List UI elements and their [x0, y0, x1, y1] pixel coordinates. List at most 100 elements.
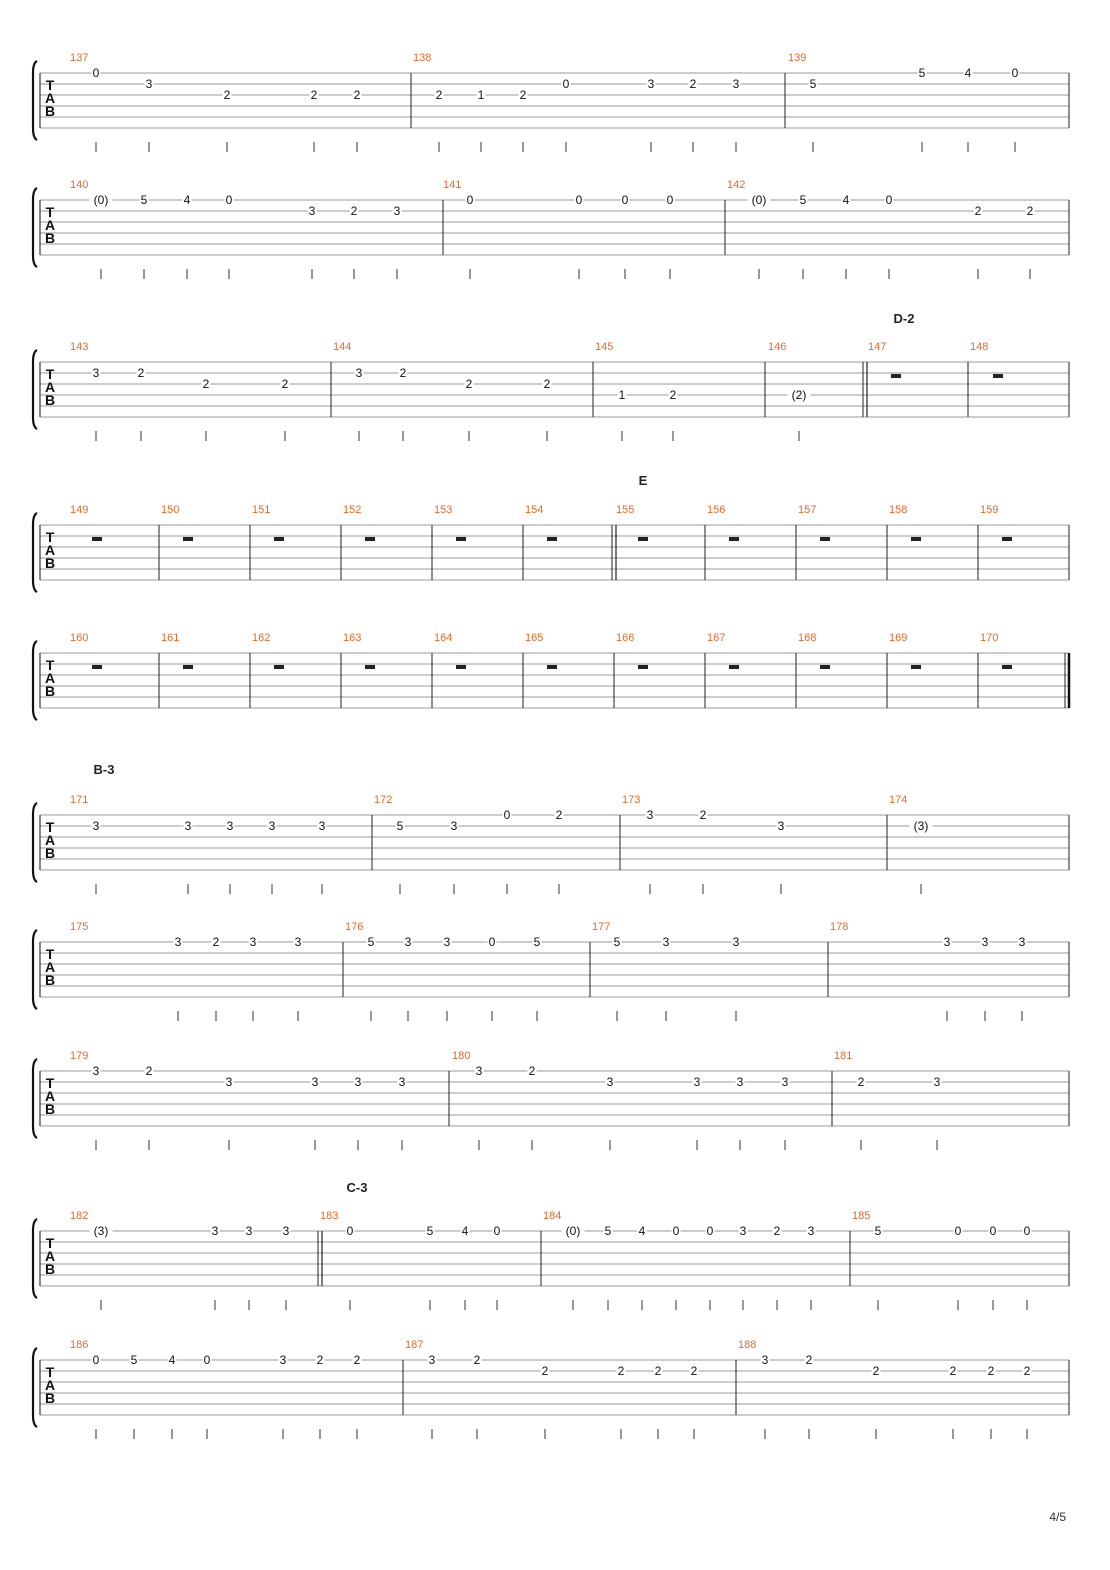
measure-number: 172 — [374, 794, 392, 806]
fret-knockout — [280, 378, 290, 390]
tab-clef-t: T — [46, 819, 55, 835]
fret-knockout — [620, 194, 630, 206]
fret-number: 2 — [520, 88, 527, 102]
fret-knockout — [211, 936, 221, 948]
fret-number: 3 — [944, 935, 951, 949]
measure-number: 162 — [252, 632, 270, 644]
fret-knockout — [244, 1225, 254, 1237]
fret-knockout — [1017, 936, 1027, 948]
measure-number: 141 — [443, 179, 461, 191]
fret-knockout — [502, 809, 512, 821]
fret-knockout — [309, 89, 319, 101]
tab-clef-b: B — [45, 230, 55, 246]
fret-knockout — [760, 1354, 770, 1366]
fret-knockout — [139, 194, 149, 206]
fret-number: 2 — [213, 935, 220, 949]
fret-number: 0 — [667, 193, 674, 207]
fret-knockout — [798, 194, 808, 206]
whole-rest — [729, 537, 739, 541]
fret-knockout — [201, 378, 211, 390]
measure-number: 154 — [525, 504, 543, 516]
fret-number: (0) — [566, 1224, 581, 1238]
measure-number: 163 — [343, 632, 361, 644]
measure-number: 146 — [768, 341, 786, 353]
tab-clef-a: A — [45, 1377, 55, 1393]
fret-number: 2 — [618, 1364, 625, 1378]
fret-number: 2 — [806, 1353, 813, 1367]
fret-knockout — [948, 1365, 958, 1377]
fret-number: 3 — [451, 819, 458, 833]
tab-clef-t: T — [46, 1235, 55, 1251]
fret-number: 2 — [691, 1364, 698, 1378]
fret-number: 5 — [368, 935, 375, 949]
fret-knockout — [398, 367, 408, 379]
fret-knockout — [532, 936, 542, 948]
fret-number: 2 — [203, 377, 210, 391]
fret-number: 5 — [141, 193, 148, 207]
fret-knockout — [449, 820, 459, 832]
fret-number: 3 — [226, 1075, 233, 1089]
fret-number: 3 — [309, 204, 316, 218]
measure-number: 140 — [70, 179, 88, 191]
fret-number: 0 — [494, 1224, 501, 1238]
tab-clef-a: A — [45, 379, 55, 395]
measure-number: 137 — [70, 52, 88, 64]
fret-number: 5 — [131, 1353, 138, 1367]
fret-knockout — [705, 1225, 715, 1237]
measure-number: 139 — [788, 52, 806, 64]
staff-bracket — [31, 1058, 38, 1139]
tab-clef-b: B — [45, 392, 55, 408]
fret-number: 3 — [355, 1075, 362, 1089]
tab-clef-a: A — [45, 217, 55, 233]
measure-number: 149 — [70, 504, 88, 516]
measure-number: 159 — [980, 504, 998, 516]
fret-knockout — [352, 89, 362, 101]
fret-knockout — [731, 78, 741, 90]
measure-number: 165 — [525, 632, 543, 644]
fret-knockout — [89, 194, 113, 206]
whole-rest — [456, 665, 466, 669]
whole-rest — [638, 537, 648, 541]
fret-knockout — [293, 936, 303, 948]
fret-number: 2 — [317, 1353, 324, 1367]
staff-bracket — [31, 1347, 38, 1428]
fret-number: 3 — [394, 204, 401, 218]
fret-number: 2 — [351, 204, 358, 218]
staff-bracket — [31, 802, 38, 883]
staff-bracket — [31, 349, 38, 430]
measure-number: 176 — [345, 921, 363, 933]
fret-knockout — [973, 205, 983, 217]
fret-number: 3 — [740, 1224, 747, 1238]
fret-number: 2 — [774, 1224, 781, 1238]
fret-knockout — [310, 1076, 320, 1088]
fret-knockout — [932, 1076, 942, 1088]
fret-knockout — [645, 809, 655, 821]
fret-knockout — [91, 367, 101, 379]
measure-number: 150 — [161, 504, 179, 516]
fret-knockout — [248, 936, 258, 948]
fret-number: 2 — [873, 1364, 880, 1378]
tab-clef-t: T — [46, 946, 55, 962]
fret-knockout — [366, 936, 376, 948]
measure-number: 148 — [970, 341, 988, 353]
measure-number: 145 — [595, 341, 613, 353]
fret-number: 2 — [670, 388, 677, 402]
fret-knockout — [267, 820, 277, 832]
fret-number: 2 — [474, 1353, 481, 1367]
fret-knockout — [91, 67, 101, 79]
whole-rest — [911, 537, 921, 541]
fret-number: 3 — [737, 1075, 744, 1089]
fret-number: 0 — [489, 935, 496, 949]
measure-number: 168 — [798, 632, 816, 644]
fret-knockout — [692, 1076, 702, 1088]
tab-clef-b: B — [45, 103, 55, 119]
fret-number: 3 — [405, 935, 412, 949]
fret-knockout — [307, 205, 317, 217]
fret-number: 2 — [544, 377, 551, 391]
fret-knockout — [527, 1065, 537, 1077]
fret-number: 4 — [184, 193, 191, 207]
fret-number: 3 — [283, 1224, 290, 1238]
fret-number: 5 — [427, 1224, 434, 1238]
fret-number: 3 — [312, 1075, 319, 1089]
tab-clef-t: T — [46, 1364, 55, 1380]
